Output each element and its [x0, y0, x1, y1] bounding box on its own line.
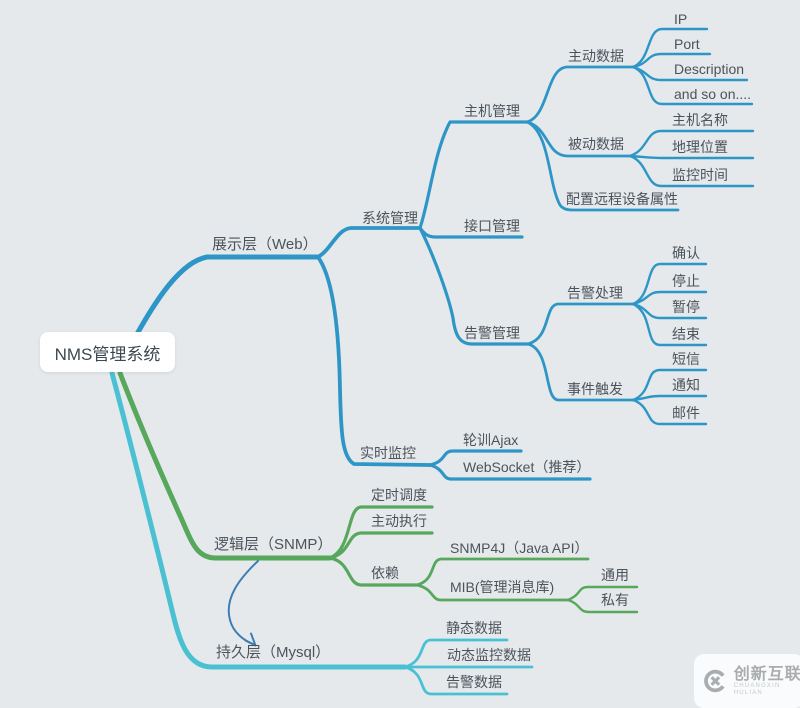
- node-monitor-time[interactable]: 监控时间: [672, 167, 728, 183]
- watermark-panel: 创新互联 CHUANGXIN HULIAN: [694, 654, 800, 708]
- node-websocket[interactable]: WebSocket（推荐）: [463, 459, 591, 475]
- node-persist-layer[interactable]: 持久层（Mysql）: [216, 644, 331, 661]
- node-alarm-handling[interactable]: 告警处理: [567, 285, 623, 301]
- node-alarm-mgmt[interactable]: 告警管理: [464, 325, 520, 341]
- node-generic[interactable]: 通用: [601, 567, 629, 583]
- node-port[interactable]: Port: [674, 36, 700, 52]
- branch-logic-connectors: [117, 370, 639, 614]
- node-polling-ajax[interactable]: 轮训Ajax: [463, 432, 519, 448]
- branch-presentation-connectors: [134, 27, 755, 481]
- node-stop[interactable]: 停止: [672, 273, 700, 289]
- cx-logo-icon: [704, 669, 725, 693]
- node-mib[interactable]: MIB(管理消息库): [450, 579, 555, 595]
- branch-persistence-connectors: [109, 370, 534, 696]
- node-description[interactable]: Description: [674, 61, 745, 77]
- node-host-mgmt[interactable]: 主机管理: [464, 103, 520, 119]
- node-active-data[interactable]: 主动数据: [568, 48, 624, 64]
- node-ip[interactable]: IP: [674, 11, 688, 27]
- node-event-trigger[interactable]: 事件触发: [567, 381, 623, 397]
- node-dynamic-monitor-data[interactable]: 动态监控数据: [447, 647, 531, 663]
- node-geo-location[interactable]: 地理位置: [672, 139, 728, 155]
- node-passive-data[interactable]: 被动数据: [568, 136, 624, 152]
- node-email[interactable]: 邮件: [672, 405, 700, 421]
- node-private[interactable]: 私有: [601, 592, 629, 608]
- node-sms[interactable]: 短信: [672, 351, 700, 367]
- node-end[interactable]: 结束: [672, 326, 700, 342]
- watermark-brand: 创新互联: [733, 665, 800, 683]
- node-static-data[interactable]: 静态数据: [446, 620, 502, 636]
- node-snmp4j[interactable]: SNMP4J（Java API）: [450, 540, 589, 556]
- node-and-so-on[interactable]: and so on....: [674, 86, 752, 102]
- node-display-layer-web[interactable]: 展示层（Web）: [212, 236, 318, 253]
- node-realtime-monitor[interactable]: 实时监控: [360, 445, 416, 461]
- node-active-execute[interactable]: 主动执行: [371, 513, 427, 529]
- node-host-name[interactable]: 主机名称: [672, 112, 728, 128]
- node-system-mgmt[interactable]: 系统管理: [362, 210, 418, 226]
- node-confirm[interactable]: 确认: [672, 245, 700, 261]
- node-interface-mgmt[interactable]: 接口管理: [464, 218, 520, 234]
- node-remote-device-config[interactable]: 配置远程设备属性: [566, 191, 678, 207]
- relationship-arrow[interactable]: [227, 560, 259, 647]
- node-scheduled-dispatch[interactable]: 定时调度: [371, 487, 427, 503]
- node-logic-layer[interactable]: 逻辑层（SNMP）: [214, 536, 333, 553]
- node-pause[interactable]: 暂停: [672, 299, 700, 315]
- node-notify[interactable]: 通知: [672, 377, 700, 393]
- node-dependency[interactable]: 依赖: [371, 565, 399, 581]
- node-alarm-data[interactable]: 告警数据: [446, 674, 502, 690]
- node-root[interactable]: NMS管理系统: [40, 332, 175, 372]
- watermark-subtext: CHUANGXIN HULIAN: [733, 682, 781, 696]
